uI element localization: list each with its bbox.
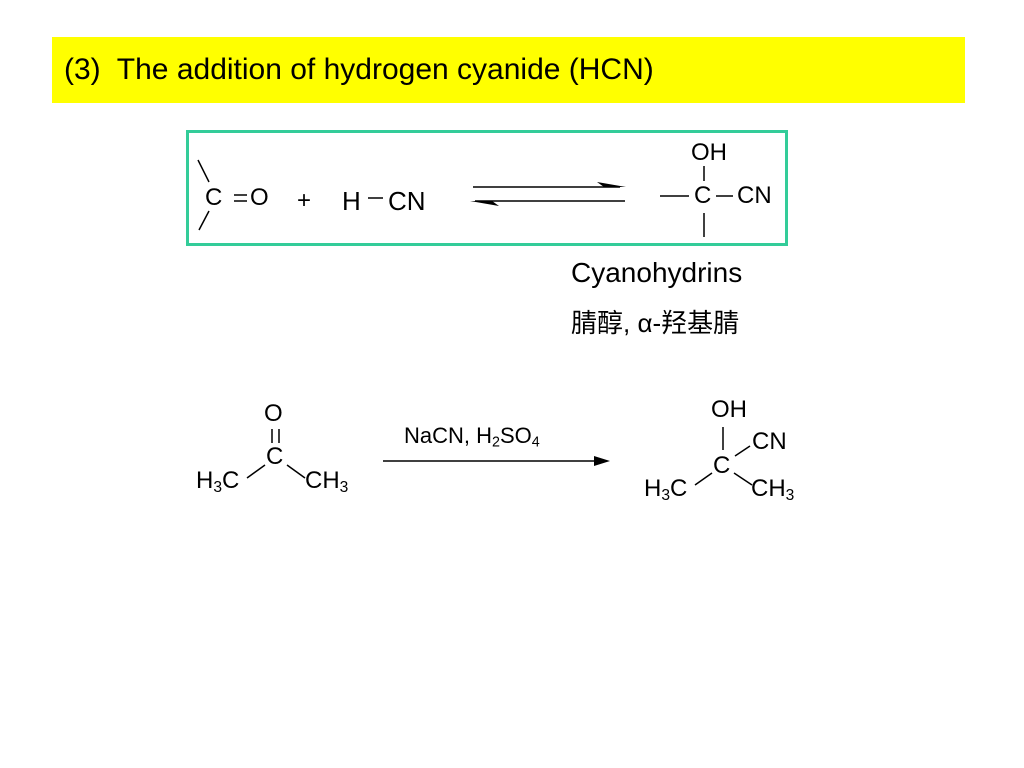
product2-cn-bond	[734, 445, 751, 457]
acetone-methyl-left: H3C	[196, 467, 240, 496]
chinese-label: 腈醇, α-羟基腈	[571, 308, 740, 338]
carbonyl-carbon: C	[205, 184, 223, 211]
hcn-hydrogen: H	[342, 186, 361, 216]
product-methyl-left: H3C	[644, 475, 688, 504]
reagent-label: NaCN, H2SO4	[404, 423, 540, 451]
cyanohydrins-label: Cyanohydrins	[571, 257, 743, 288]
acetone-right-bond	[286, 464, 306, 479]
plus-sign: +	[297, 187, 312, 214]
product2-right-bond	[733, 472, 753, 486]
acetone-carbon: C	[266, 443, 284, 470]
cyanohydrin-cyano: CN	[737, 182, 772, 209]
general-reaction-box	[186, 130, 788, 246]
product-carbon: C	[713, 452, 731, 479]
slide-title: (3) The addition of hydrogen cyanide (HC…	[64, 53, 654, 86]
cyanohydrin-hydroxyl: OH	[691, 139, 727, 166]
carbonyl-oxygen: O	[250, 184, 269, 211]
hcn-cyano: CN	[388, 186, 426, 216]
product-methyl-right: CH3	[751, 475, 795, 504]
acetone-oxygen: O	[264, 400, 283, 427]
reaction-arrow-head	[594, 456, 610, 466]
product2-left-bond	[694, 472, 713, 486]
acetone-left-bond	[246, 464, 266, 479]
product-hydroxyl: OH	[711, 396, 747, 423]
product-cyano: CN	[752, 428, 787, 455]
cyanohydrin-carbon: C	[694, 182, 712, 209]
acetone-methyl-right: CH3	[305, 467, 349, 496]
slide-title-bar: (3) The addition of hydrogen cyanide (HC…	[52, 37, 965, 103]
